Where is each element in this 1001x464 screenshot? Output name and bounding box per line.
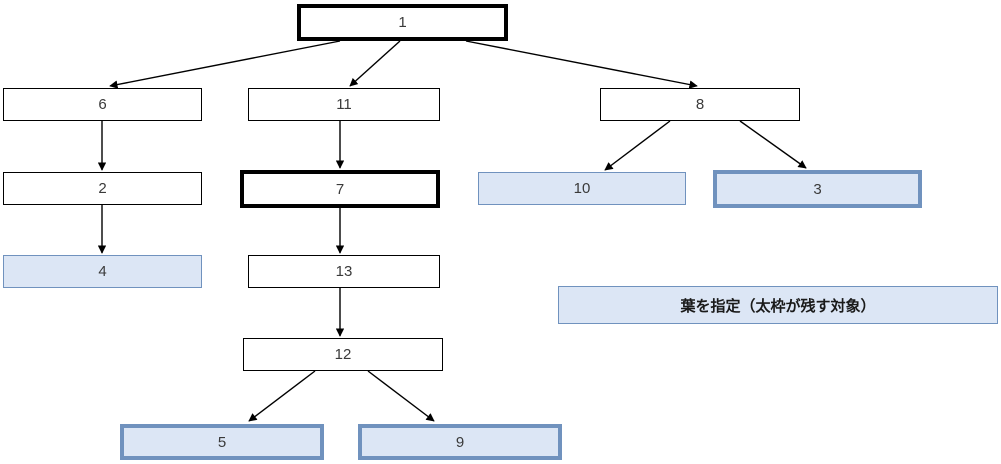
- node-label: 3: [813, 180, 822, 198]
- node-label: 1: [398, 14, 407, 31]
- node-6[interactable]: 6: [3, 88, 202, 121]
- edge-1-to-6: [109, 40, 341, 89]
- node-label: 6: [98, 96, 107, 113]
- node-label: 12: [334, 346, 352, 363]
- edge-1-to-8: [465, 40, 698, 89]
- node-5[interactable]: 5: [120, 424, 324, 460]
- node-label: 4: [98, 263, 107, 280]
- node-12[interactable]: 12: [243, 338, 443, 371]
- legend-box: 葉を指定（太枠が残す対象）: [558, 286, 998, 324]
- edge-1-to-11: [349, 40, 401, 87]
- node-13[interactable]: 13: [248, 255, 440, 288]
- node-label: 8: [695, 96, 705, 113]
- node-11[interactable]: 11: [248, 88, 440, 121]
- node-label: 13: [335, 263, 353, 280]
- node-8[interactable]: 8: [600, 88, 800, 121]
- node-7[interactable]: 7: [240, 170, 440, 208]
- legend-label: 葉を指定（太枠が残す対象）: [680, 297, 876, 315]
- node-10[interactable]: 10: [478, 172, 686, 205]
- node-2[interactable]: 2: [3, 172, 202, 205]
- node-label: 5: [217, 433, 227, 451]
- node-3[interactable]: 3: [713, 170, 922, 208]
- node-1[interactable]: 1: [297, 4, 508, 41]
- node-label: 9: [455, 433, 465, 451]
- edge-12-to-9: [367, 370, 435, 422]
- node-label: 2: [98, 180, 107, 197]
- edge-8-to-3: [739, 120, 807, 169]
- node-label: 11: [336, 96, 352, 113]
- node-9[interactable]: 9: [358, 424, 562, 460]
- node-label: 7: [335, 180, 345, 198]
- edge-8-to-10: [604, 120, 671, 171]
- node-4[interactable]: 4: [3, 255, 202, 288]
- node-label: 10: [573, 180, 591, 197]
- edge-12-to-5: [248, 370, 316, 422]
